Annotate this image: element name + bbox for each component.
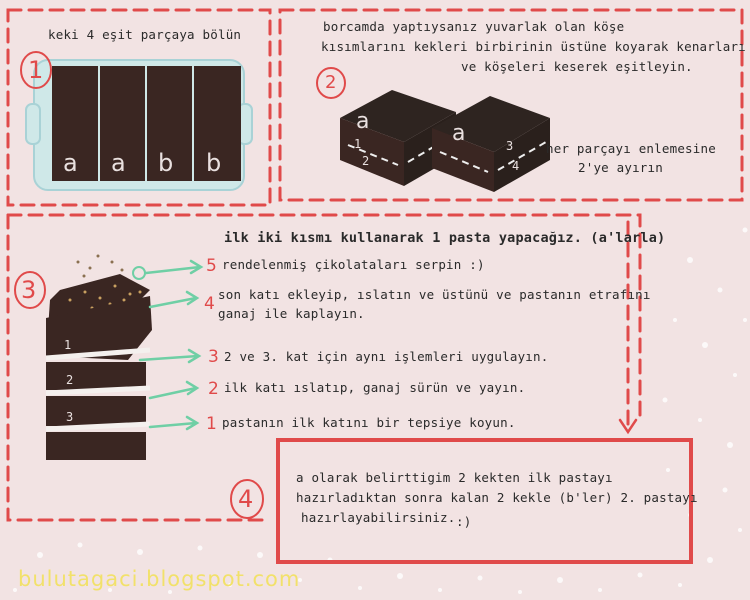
step4-line-2: hazırladıktan sonra kalan 2 kekle (b'ler… xyxy=(296,490,698,505)
step4-frame xyxy=(276,438,693,564)
green-arrows xyxy=(138,259,204,431)
cake-loaf-2: a 3 4 xyxy=(432,96,550,192)
step2-split-line-1: her parçayı enlemesine xyxy=(546,141,716,156)
cake-layer-number: 2 xyxy=(66,373,73,387)
loaf-label: a xyxy=(452,121,465,146)
substep-3-text: 2 ve 3. kat için aynı işlemleri uygulayı… xyxy=(224,349,549,364)
substep-4-text-2: ganaj ile kaplayın. xyxy=(218,306,365,321)
slice-number: 2 xyxy=(362,154,369,168)
baking-pan: a a b b xyxy=(25,59,253,191)
loaf-label: a xyxy=(356,109,369,134)
step1-circle xyxy=(20,51,52,89)
cake-layer-number: 1 xyxy=(64,338,71,352)
slice-number: 1 xyxy=(354,137,361,151)
cake-loaf-1: a 1 2 xyxy=(340,90,456,186)
step1-frame xyxy=(6,8,272,207)
pan-piece-label: a xyxy=(111,149,126,177)
step4-smiley: :) xyxy=(456,514,472,529)
cake-piece xyxy=(147,66,192,181)
blog-watermark: bulutagaci.blogspot.com xyxy=(18,567,301,591)
slice-number: 4 xyxy=(512,159,519,173)
arrow-head-step4 xyxy=(618,418,638,435)
step2-split-line-2: 2'ye ayırın xyxy=(578,160,663,175)
step4-line-3: hazırlayabilirsiniz. xyxy=(301,510,456,525)
substep-1-text: pastanın ilk katını bir tepsiye koyun. xyxy=(222,415,516,430)
step4-circle xyxy=(230,479,264,519)
pan-piece-label: b xyxy=(206,149,221,177)
step2-number: 2 xyxy=(325,72,337,93)
substep-number-5: 5 xyxy=(206,256,217,276)
substep-number-1: 1 xyxy=(206,414,217,434)
step2-frame xyxy=(278,8,744,202)
step3-heading: ilk iki kısmı kullanarak 1 pasta yapacağ… xyxy=(224,230,666,246)
slice-number: 3 xyxy=(506,139,513,153)
substep-5-text: rendelenmiş çikolataları serpin :) xyxy=(222,257,485,272)
step3-frame-left xyxy=(6,213,267,522)
step2-line-2: kısımlarını kekleri birbirinin üstüne ko… xyxy=(321,39,746,54)
cake-piece xyxy=(52,66,98,181)
step3-circle xyxy=(14,271,46,309)
substep-4-text-1: son katı ekleyip, ıslatın ve üstünü ve p… xyxy=(218,287,651,302)
step3-frame xyxy=(6,213,642,422)
step2-line-1: borcamda yaptıysanız yuvarlak olan köşe xyxy=(323,19,625,34)
step2-circle xyxy=(316,67,346,99)
layered-cake: 1 2 3 xyxy=(45,254,152,460)
step2-line-3: ve köşeleri keserek eşitleyin. xyxy=(461,59,693,74)
substep-number-4: 4 xyxy=(204,294,215,314)
cake-piece xyxy=(194,66,241,181)
step1-instruction: keki 4 eşit parçaya bölün xyxy=(48,27,242,42)
cake-piece xyxy=(100,66,145,181)
step4-number: 4 xyxy=(238,485,254,513)
cake-layer-number: 3 xyxy=(66,410,73,424)
substep-number-3: 3 xyxy=(208,347,219,367)
substep-number-2: 2 xyxy=(208,379,219,399)
step4-line-1: a olarak belirttigim 2 kekten ilk pastay… xyxy=(296,470,613,485)
step1-number: 1 xyxy=(28,56,44,84)
pan-piece-label: a xyxy=(63,149,78,177)
step3-number: 3 xyxy=(21,276,37,304)
pan-piece-label: b xyxy=(158,149,173,177)
substep-2-text: ilk katı ıslatıp, ganaj sürün ve yayın. xyxy=(224,380,526,395)
